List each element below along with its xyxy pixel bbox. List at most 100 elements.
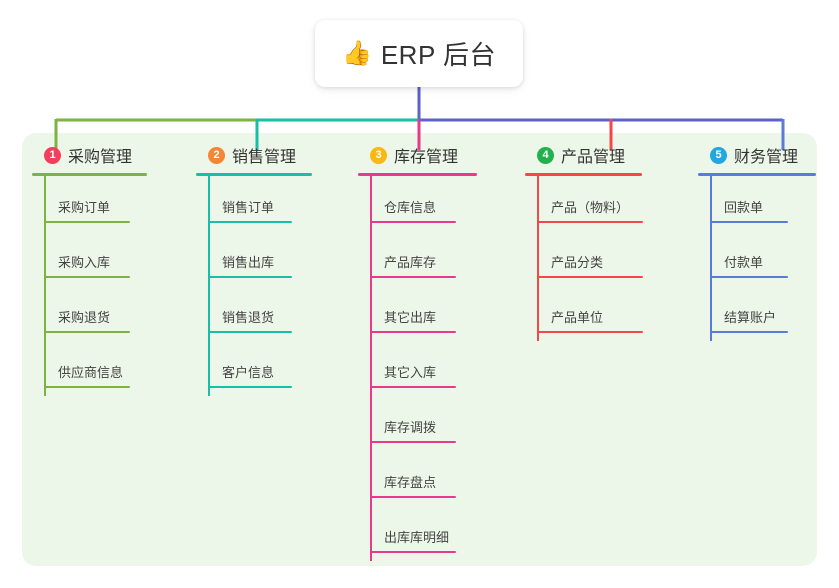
thumbs-up-icon: 👍 xyxy=(341,39,372,67)
branch-item-label: 库存盘点 xyxy=(384,475,437,490)
branch-item-rule xyxy=(537,221,643,223)
branch-item-label: 供应商信息 xyxy=(58,365,124,380)
branch-item-rule xyxy=(370,386,456,388)
branch-column-1: 1 采购管理采购订单采购入库采购退货供应商信息 xyxy=(32,142,147,396)
branch-number-badge: 2 xyxy=(208,146,225,164)
branch-column-2: 2 销售管理销售订单销售出库销售退货客户信息 xyxy=(196,142,312,396)
branch-items: 产品（物料） 产品分类产品单位 xyxy=(525,176,643,341)
branch-header-rule xyxy=(358,173,477,176)
branch-column-5: 5 财务管理回款单付款单结算账户 xyxy=(698,142,816,341)
branch-item-label: 结算账户 xyxy=(724,310,777,325)
branch-item-rule xyxy=(370,276,456,278)
branch-items: 销售订单销售出库销售退货客户信息 xyxy=(196,176,312,396)
branch-item-label: 产品分类 xyxy=(551,255,604,270)
branch-item-label: 产品库存 xyxy=(384,255,437,270)
branch-item[interactable]: 销售订单 xyxy=(196,176,312,231)
branch-item-label: 销售订单 xyxy=(222,200,275,215)
branch-item-rule xyxy=(208,386,292,388)
branch-item-label: 销售退货 xyxy=(222,310,275,325)
branch-item[interactable]: 库存调拨 xyxy=(358,396,477,451)
branch-item[interactable]: 客户信息 xyxy=(196,341,312,396)
branch-item-rule xyxy=(44,276,130,278)
branch-item[interactable]: 库存盘点 xyxy=(358,451,477,506)
branch-items: 回款单付款单结算账户 xyxy=(698,176,816,341)
branch-item-rule xyxy=(370,441,456,443)
branch-item[interactable]: 采购退货 xyxy=(32,286,147,341)
branch-item-label: 库存调拨 xyxy=(384,420,437,435)
branch-item-rule xyxy=(208,331,292,333)
branch-item-label: 销售出库 xyxy=(222,255,275,270)
branch-number-badge: 3 xyxy=(370,146,387,164)
branch-item[interactable]: 出库库明细 xyxy=(358,506,477,561)
branch-item-label: 回款单 xyxy=(724,200,764,215)
branch-header-3[interactable]: 3 库存管理 xyxy=(358,142,477,168)
branch-title: 财务管理 xyxy=(734,149,799,166)
branch-item-label: 出库库明细 xyxy=(384,530,450,545)
branch-item[interactable]: 产品库存 xyxy=(358,231,477,286)
branches-panel xyxy=(22,133,817,566)
branch-item-label: 采购退货 xyxy=(58,310,111,325)
branch-item-rule xyxy=(370,331,456,333)
branch-header-1[interactable]: 1 采购管理 xyxy=(32,142,147,168)
branch-header-2[interactable]: 2 销售管理 xyxy=(196,142,312,168)
branch-item-rule xyxy=(208,221,292,223)
branch-column-3: 3 库存管理仓库信息产品库存其它出库其它入库库存调拨库存盘点出库库明细 xyxy=(358,142,477,561)
branch-item[interactable]: 仓库信息 xyxy=(358,176,477,231)
branch-item[interactable]: 产品单位 xyxy=(525,286,643,341)
branch-item[interactable]: 采购入库 xyxy=(32,231,147,286)
branch-item[interactable]: 其它出库 xyxy=(358,286,477,341)
branch-item-label: 付款单 xyxy=(724,255,764,270)
branch-item[interactable]: 销售退货 xyxy=(196,286,312,341)
branch-item-rule xyxy=(44,331,130,333)
branch-item-label: 采购订单 xyxy=(58,200,111,215)
branch-item-rule xyxy=(710,331,788,333)
branch-number-badge: 4 xyxy=(537,146,554,164)
branch-item-rule xyxy=(710,221,788,223)
branch-spine xyxy=(537,176,539,341)
branch-items: 采购订单采购入库采购退货供应商信息 xyxy=(32,176,147,396)
branch-item-rule xyxy=(370,496,456,498)
branch-item-label: 仓库信息 xyxy=(384,200,437,215)
branch-item-rule xyxy=(208,276,292,278)
root-node-title: ERP 后台 xyxy=(380,40,497,70)
branch-number-badge: 1 xyxy=(44,146,61,164)
branch-item[interactable]: 采购订单 xyxy=(32,176,147,231)
branch-header-rule xyxy=(698,173,816,176)
branch-item[interactable]: 销售出库 xyxy=(196,231,312,286)
branch-item[interactable]: 产品（物料） xyxy=(525,176,643,231)
branch-title: 销售管理 xyxy=(232,149,297,166)
branch-item-rule xyxy=(370,221,456,223)
branch-item-label: 产品（物料） xyxy=(551,200,630,215)
branch-item-rule xyxy=(44,386,130,388)
branch-spine xyxy=(370,176,372,561)
branch-item-rule xyxy=(44,221,130,223)
branch-item[interactable]: 产品分类 xyxy=(525,231,643,286)
branch-header-rule xyxy=(196,173,312,176)
branch-item-label: 其它入库 xyxy=(384,365,437,380)
branch-item-rule xyxy=(710,276,788,278)
branch-item-label: 客户信息 xyxy=(222,365,275,380)
branch-header-5[interactable]: 5 财务管理 xyxy=(698,142,816,168)
branch-item-rule xyxy=(370,551,456,553)
root-node[interactable]: 👍 ERP 后台 xyxy=(315,20,523,87)
branch-item-label: 采购入库 xyxy=(58,255,111,270)
branch-title: 采购管理 xyxy=(68,149,133,166)
branch-item[interactable]: 其它入库 xyxy=(358,341,477,396)
branch-item[interactable]: 供应商信息 xyxy=(32,341,147,396)
branch-item[interactable]: 结算账户 xyxy=(698,286,816,341)
branch-header-rule xyxy=(32,173,147,176)
branch-item[interactable]: 付款单 xyxy=(698,231,816,286)
branch-item-rule xyxy=(537,331,643,333)
branch-item[interactable]: 回款单 xyxy=(698,176,816,231)
branch-number-badge: 5 xyxy=(710,146,727,164)
branch-spine xyxy=(44,176,46,396)
branch-item-rule xyxy=(537,276,643,278)
branch-spine xyxy=(710,176,712,341)
branch-spine xyxy=(208,176,210,396)
branch-title: 库存管理 xyxy=(394,149,459,166)
branch-item-label: 产品单位 xyxy=(551,310,604,325)
branch-header-rule xyxy=(525,173,642,176)
